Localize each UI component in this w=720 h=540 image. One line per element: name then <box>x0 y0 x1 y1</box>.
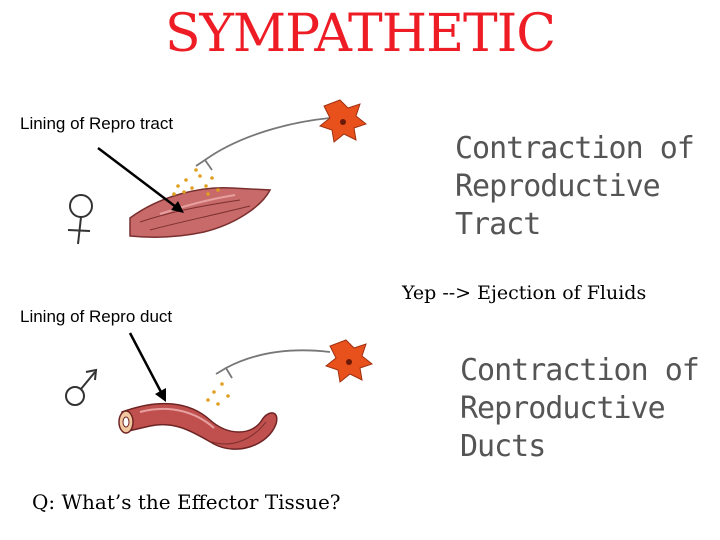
female-effect-caption: Contraction of Reproductive Tract <box>455 130 720 244</box>
male-neuron-cell-body-icon <box>324 339 374 383</box>
page-title: SYMPATHETIC <box>164 4 556 64</box>
male-symbol-icon <box>65 368 98 406</box>
male-effect-caption: Contraction of Reproductive Ducts <box>460 352 720 466</box>
male-tissue-label: Lining of Repro duct <box>20 307 173 326</box>
female-tract-muscle <box>129 187 272 238</box>
male-effect-line-2: Reproductive Ducts <box>460 391 666 464</box>
female-effect-line-2: Reproductive Tract <box>455 169 661 242</box>
female-neuron-cell-body-icon <box>318 99 368 143</box>
male-pointer-arrow-icon <box>128 332 166 402</box>
male-duct-muscle <box>118 402 278 450</box>
male-effect-line-1: Contraction of <box>460 353 700 388</box>
male-neurotransmitter-dots <box>206 382 230 406</box>
female-symbol-icon <box>67 194 93 245</box>
female-effect-line-1: Contraction of <box>455 131 695 166</box>
female-pointer-arrow-icon <box>97 147 184 213</box>
ejection-note: Yep --> Ejection of Fluids <box>402 282 647 304</box>
female-neuron-axon <box>195 117 331 171</box>
female-tissue-label: Lining of Repro tract <box>20 114 174 133</box>
effector-question: Q: What’s the Effector Tissue? <box>32 490 341 514</box>
female-neurotransmitter-dots <box>172 168 220 196</box>
male-neuron-axon <box>215 349 331 379</box>
